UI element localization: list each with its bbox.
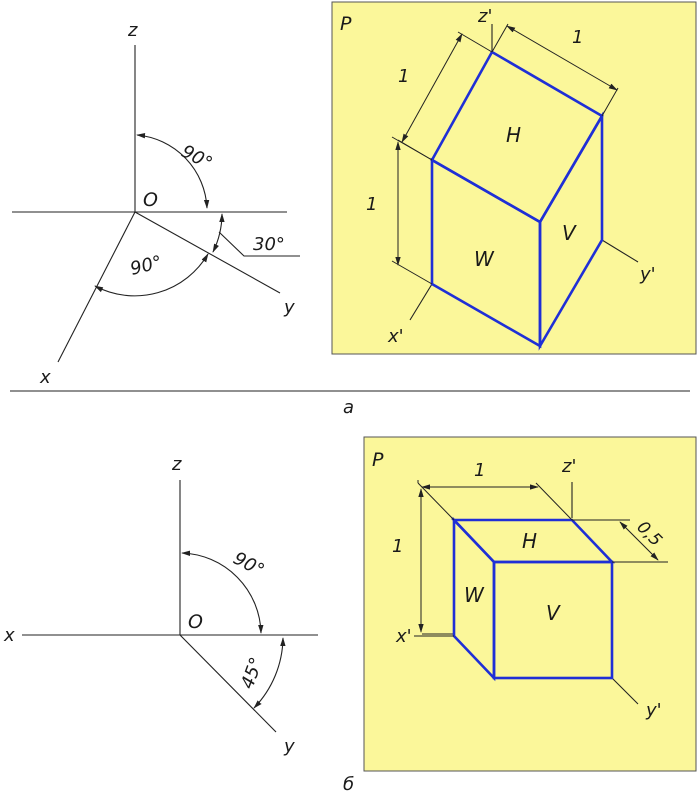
label-origin-a: O <box>143 189 158 211</box>
figure-a-panel: P z' x' y' H W V 1 1 1 <box>331 1 697 355</box>
label-dim-height-a: 1 <box>366 194 377 215</box>
label-z-a: z <box>127 20 138 41</box>
label-z-b: z <box>171 454 182 475</box>
caption-b: б <box>343 774 354 795</box>
label-angle-90-b: 90° <box>230 548 268 582</box>
label-face-w-b: W <box>464 583 485 607</box>
label-x-b: x <box>3 625 15 646</box>
ext-top-2-a <box>601 87 619 117</box>
cube-face-v-a <box>538 111 604 351</box>
arc-90-xy-a <box>94 253 209 297</box>
label-plane-p-b: P <box>372 449 384 471</box>
arc-90-zx-b <box>181 550 264 634</box>
label-y-b: y <box>283 736 295 757</box>
ext-width-2-b <box>535 482 573 521</box>
cube-face-v-b <box>492 560 614 680</box>
label-y-prime-a: y' <box>639 264 656 285</box>
label-x-prime-a: x' <box>387 326 404 347</box>
label-face-h-b: H <box>522 529 537 553</box>
label-dim-top-a: 1 <box>572 27 583 48</box>
label-z-prime-b: z' <box>561 456 576 477</box>
dim-depth-b <box>619 521 659 561</box>
leader-30-a <box>218 231 300 257</box>
label-dim-left-a: 1 <box>398 66 409 87</box>
ext-height-1-a <box>391 136 433 161</box>
label-angle-45-b: 45° <box>237 655 268 692</box>
dim-top-a <box>506 25 618 91</box>
label-x-prime-b: x' <box>395 626 412 647</box>
axis-x-prime-a <box>409 283 433 321</box>
label-z-prime-a: z' <box>477 6 492 27</box>
label-angle-90-xy-a: 90° <box>128 252 164 280</box>
label-dim-width-b: 1 <box>474 460 485 481</box>
label-y-prime-b: y' <box>645 700 662 721</box>
label-face-w-a: W <box>474 247 495 271</box>
caption-a: а <box>343 397 354 418</box>
label-dim-height-b: 1 <box>392 536 403 557</box>
label-x-a: x <box>39 367 51 388</box>
arc-30-a <box>212 213 225 253</box>
label-plane-p-a: P <box>340 13 352 35</box>
axis-y-b <box>179 634 277 733</box>
ext-top-1-a <box>491 23 509 53</box>
figure-a-axes: z O x y 90° 90° 30° <box>12 20 300 388</box>
axis-y-prime-a <box>601 239 639 263</box>
label-face-v-b: V <box>546 601 561 625</box>
dim-left-a <box>401 33 463 143</box>
label-angle-30-a: 30° <box>253 234 285 255</box>
label-origin-b: O <box>188 611 203 633</box>
arc-90-zx-a <box>136 133 210 209</box>
figure-b-panel: P z' x' y' H W V 1 1 0,5 <box>363 436 697 772</box>
axis-y-a <box>134 211 281 294</box>
arc-45-b <box>253 637 286 709</box>
label-face-v-a: V <box>562 221 577 245</box>
figure-b-axes: z O x y 90° 45° <box>3 454 318 757</box>
ext-left-2-a <box>457 31 493 53</box>
plane-panel-a <box>331 1 697 355</box>
axis-y-prime-b <box>611 677 639 705</box>
label-face-h-a: H <box>506 123 521 147</box>
label-angle-90-zx-a: 90° <box>178 141 216 175</box>
label-y-a: y <box>283 297 295 318</box>
